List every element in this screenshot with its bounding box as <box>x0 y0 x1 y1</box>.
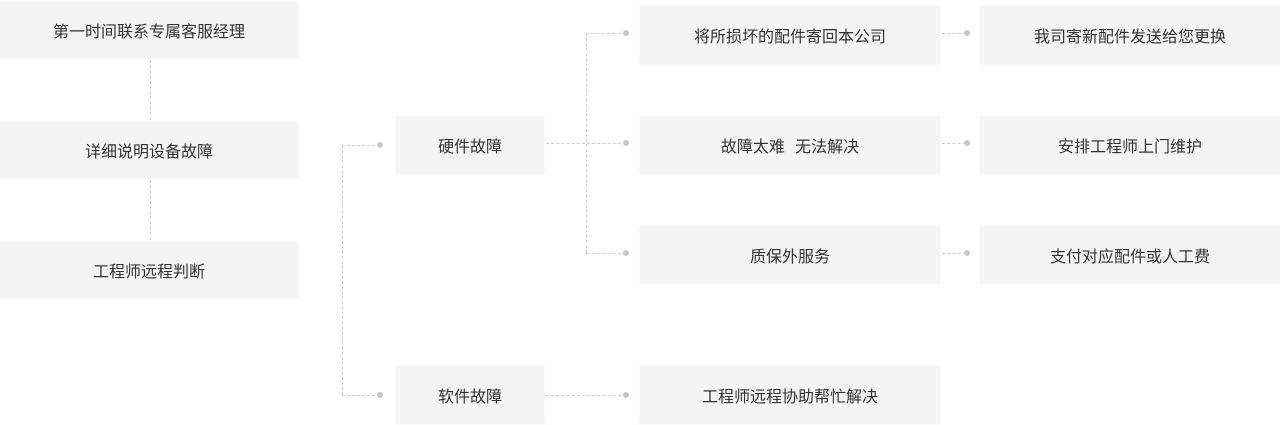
hardware-case-box: 将所损坏的配件寄回本公司 <box>640 6 940 64</box>
connector-dot <box>623 392 629 398</box>
connector <box>150 180 151 240</box>
connector-dot <box>623 30 629 36</box>
connector <box>342 145 380 146</box>
case-label: 将所损坏的配件寄回本公司 <box>693 27 886 46</box>
result-box: 支付对应配件或人工费 <box>980 226 1280 284</box>
result-label: 我司寄新配件发送给您更换 <box>1033 27 1226 46</box>
step-box: 第一时间联系专属客服经理 <box>0 2 298 58</box>
connector <box>342 145 343 395</box>
connector <box>586 33 626 34</box>
result-box: 我司寄新配件发送给您更换 <box>980 6 1280 64</box>
connector <box>546 143 626 144</box>
connector <box>342 395 380 396</box>
step-label: 第一时间联系专属客服经理 <box>52 22 245 41</box>
connector-dot <box>377 392 383 398</box>
case-label: 故障太难 无法解决 <box>720 137 860 156</box>
hardware-fault-box: 硬件故障 <box>396 116 544 174</box>
connector-dot <box>623 140 629 146</box>
hardware-case-box: 故障太难 无法解决 <box>640 116 940 174</box>
connector-dot <box>377 142 383 148</box>
step-box: 工程师远程判断 <box>0 242 298 298</box>
case-label: 工程师远程协助帮忙解决 <box>701 387 878 406</box>
hardware-case-box: 质保外服务 <box>640 226 940 284</box>
connector <box>546 395 626 396</box>
software-case-box: 工程师远程协助帮忙解决 <box>640 366 940 424</box>
step-label: 详细说明设备故障 <box>84 142 213 161</box>
connector-dot <box>964 250 970 256</box>
connector-dot <box>964 140 970 146</box>
connector-dot <box>964 30 970 36</box>
case-label: 质保外服务 <box>749 247 830 266</box>
result-label: 支付对应配件或人工费 <box>1049 247 1210 266</box>
connector <box>586 253 626 254</box>
result-label: 安排工程师上门维护 <box>1057 137 1202 156</box>
connector <box>942 33 966 34</box>
connector <box>150 60 151 120</box>
software-label: 软件故障 <box>437 387 502 406</box>
connector-dot <box>623 250 629 256</box>
software-fault-box: 软件故障 <box>396 366 544 424</box>
step-box: 详细说明设备故障 <box>0 122 298 178</box>
connector <box>942 253 966 254</box>
connector <box>942 143 966 144</box>
hardware-label: 硬件故障 <box>437 137 502 156</box>
result-box: 安排工程师上门维护 <box>980 116 1280 174</box>
step-label: 工程师远程判断 <box>92 262 205 281</box>
